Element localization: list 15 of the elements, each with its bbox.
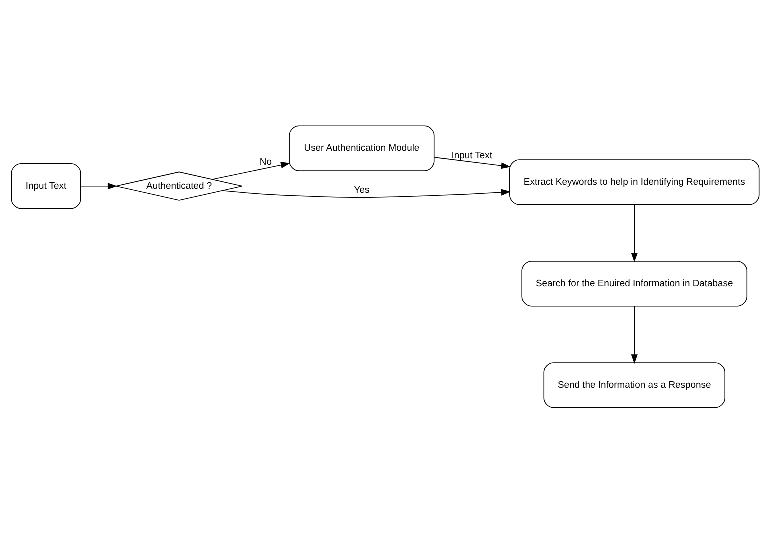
arrow bbox=[212, 162, 290, 180]
arrow bbox=[434, 156, 511, 169]
arrow bbox=[80, 182, 118, 190]
node-box: Extract Keywords to help in Identifying Requirements bbox=[510, 159, 760, 205]
edge-label: Input Text bbox=[452, 150, 493, 161]
node-box: User Authentication Module bbox=[289, 125, 435, 171]
edge-label: Yes bbox=[354, 184, 370, 196]
node-box: Search for the Enuired Information in Database bbox=[522, 260, 748, 306]
edge-label: No bbox=[260, 156, 272, 168]
node-box: Input Text bbox=[11, 163, 82, 209]
node-diamond: Authenticated ? bbox=[116, 171, 243, 200]
arrow bbox=[631, 204, 638, 262]
arrow bbox=[222, 188, 511, 198]
node-box: Send the Information as a Response bbox=[544, 362, 726, 408]
arrow bbox=[631, 306, 638, 364]
